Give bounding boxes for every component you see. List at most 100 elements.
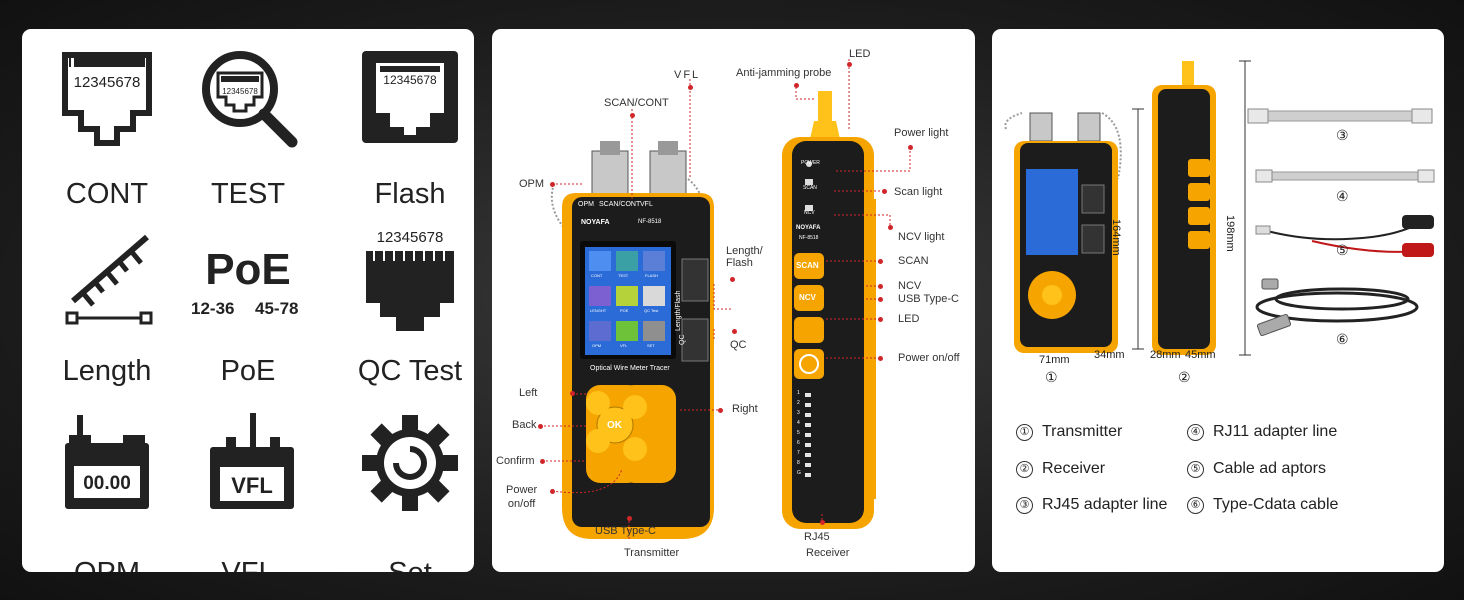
marker-4: ④: [1336, 188, 1349, 204]
transmitter-title: Transmitter: [624, 547, 680, 559]
svg-text:12345678: 12345678: [222, 87, 258, 96]
dim-rx-depth: 28mm: [1150, 349, 1181, 361]
anno-usb-rx: USB Type-C: [898, 293, 959, 305]
rx-ncv-label: NCV: [804, 210, 815, 216]
rx-led-8: 8: [797, 460, 800, 466]
dot-scan: [878, 259, 883, 264]
anno-usb: USB Type-C: [595, 525, 656, 537]
dim-tx-width: 71mm: [1039, 354, 1070, 366]
anno-ncv: NCV: [898, 280, 922, 292]
tx-brand: NOYAFA: [581, 219, 610, 226]
rx-led-1: 1: [797, 390, 800, 396]
feature-label-qc-test: QC Test: [357, 355, 463, 387]
dim-tx-depth: 34mm: [1094, 349, 1125, 361]
rx-led-g: G: [797, 470, 801, 476]
dot-led: [878, 317, 883, 322]
tx-top-label-vfl: VFL: [640, 201, 653, 208]
anno-opm: OPM: [519, 178, 545, 190]
svg-text:VFL: VFL: [231, 473, 273, 498]
rx-scan-label: SCAN: [803, 185, 817, 191]
anno-confirm: Confirm: [496, 455, 535, 467]
package-panel: 164mm 198mm 71mm 34mm 28mm 45mm ① ② ③ ④ …: [992, 29, 1444, 572]
rx-led-6: 6: [797, 440, 800, 446]
tx-model: NF-8518: [638, 219, 662, 225]
tx-top-label-opm: OPM: [578, 201, 594, 208]
rx-scan-button: SCAN: [796, 261, 819, 270]
device-illustration: [540, 59, 911, 539]
rx-model: NF-8518: [799, 235, 819, 241]
svg-text:12345678: 12345678: [74, 74, 141, 91]
anno-rj45: RJ45: [804, 531, 830, 543]
dot-power-rx: [878, 356, 883, 361]
dot-right: [718, 408, 723, 413]
marker-3: ③: [1336, 127, 1349, 143]
marker-6: ⑥: [1336, 331, 1349, 347]
anno-power-light: Power light: [894, 127, 949, 139]
tx-tile-poe: POE: [620, 308, 629, 313]
tx-tile-lenght: LENGHT: [590, 308, 607, 313]
svg-text:12345678: 12345678: [383, 73, 437, 87]
feature-label-set: Set: [335, 557, 474, 572]
tx-top-label-scan: SCAN/CONT: [599, 201, 641, 208]
tx-side-port-b: QC: [679, 334, 686, 346]
poe-pairs-left: 12-36: [191, 299, 235, 318]
qc-port-icon: [366, 251, 454, 331]
anno-power: Power on/off: [506, 484, 538, 510]
device-diagram-panel: OPM SCAN/CONT VFL NOYAFA NF-8518 CONT TE…: [492, 29, 975, 572]
dot-opm: [550, 182, 555, 187]
feature-opm: 00.00 OPM: [32, 411, 182, 572]
rx-led-2: 2: [797, 400, 800, 406]
feature-label-length: Length: [62, 355, 152, 387]
anno-power-rx: Power on/off: [898, 352, 960, 364]
dim-rx-height: 198mm: [1224, 215, 1236, 252]
dot-left: [570, 391, 575, 396]
dot-back: [538, 424, 543, 429]
feature-label-opm: OPM: [32, 557, 182, 572]
flash-port-icon: 12345678: [362, 51, 458, 143]
anno-left: Left: [519, 387, 538, 399]
dot-qc: [732, 329, 737, 334]
feature-flash: 12345678 Flash: [335, 47, 474, 217]
anno-vfl: VFL: [674, 69, 701, 81]
feature-panel: 12345678 CONT 12345678 TEST 12345678 Fla…: [22, 29, 474, 572]
receiver-title: Receiver: [806, 547, 850, 559]
dot-probe: [794, 83, 799, 88]
anno-scan-light: Scan light: [894, 186, 943, 198]
anno-led: LED: [898, 313, 920, 325]
feature-poe: PoE 12-36 45-78 PoE: [173, 229, 323, 399]
dot-scan-cont: [630, 113, 635, 118]
feature-label-vfl: VFL: [173, 557, 323, 572]
tx-ok-button: OK: [607, 420, 622, 431]
marker-1: ①: [1045, 369, 1058, 385]
anno-right: Right: [732, 403, 758, 415]
rx-brand: NOYAFA: [796, 225, 821, 231]
dot-usb: [627, 516, 632, 521]
laser-device-icon: VFL: [210, 413, 294, 509]
power-meter-icon: 00.00: [65, 415, 149, 509]
svg-text:00.00: 00.00: [83, 473, 131, 494]
anno-length-flash: Length/ Flash: [726, 245, 763, 269]
qc-numbers: 12345678: [376, 229, 444, 246]
dot-vfl: [688, 85, 693, 90]
feature-label-cont: CONT: [65, 178, 149, 210]
tx-tile-flash: FLASH: [645, 273, 658, 278]
feature-label-flash: Flash: [374, 178, 446, 210]
dot-confirm: [540, 459, 545, 464]
dot-length-flash: [730, 277, 735, 282]
dim-rx-width: 45mm: [1185, 349, 1216, 361]
poe-big-text: PoE: [205, 245, 291, 294]
marker-5: ⑤: [1336, 242, 1349, 258]
dim-tx-height: 164mm: [1110, 219, 1122, 256]
anno-scan-cont: SCAN/CONT: [604, 97, 669, 109]
dot-scan-light: [882, 189, 887, 194]
tx-tile-opm: OPM: [592, 343, 602, 348]
tx-caption: Optical Wire Meter Tracer: [590, 365, 670, 372]
feature-vfl: VFL VFL: [173, 411, 323, 572]
package-illustration: [1004, 60, 1435, 356]
rx-led-4: 4: [797, 420, 800, 426]
magnifier-port-icon: 12345678: [202, 51, 298, 148]
